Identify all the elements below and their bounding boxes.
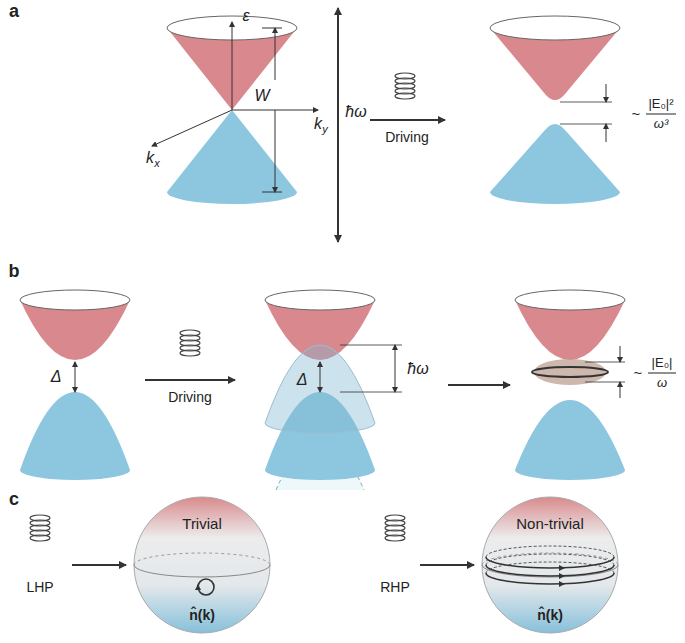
figure-label: |E₀| <box>652 356 673 370</box>
figure-label: RHP <box>380 580 410 595</box>
bloch-sphere: Trivial n̂(k) <box>132 495 272 635</box>
figure-label: ~ <box>634 365 643 382</box>
figure-label: LHP <box>26 580 53 595</box>
vector-label: n̂(k) <box>189 607 215 623</box>
figure-label: Δ <box>297 371 308 389</box>
figure-label: y <box>322 123 328 135</box>
figure-label: k <box>146 149 154 167</box>
bloch-sphere: Non-trivial n̂(k) <box>480 495 620 635</box>
figure-label: Driving <box>168 390 212 405</box>
sphere-title: Non-trivial <box>516 515 584 532</box>
figure-label: Δ <box>51 368 62 386</box>
figure-label: |E₀|² <box>648 97 673 111</box>
figure-label: c <box>9 490 19 510</box>
figure-label: ω³ <box>654 117 668 131</box>
figure-label: ω <box>657 376 667 390</box>
figure-label: k <box>314 115 322 133</box>
figure-label: a <box>9 2 19 22</box>
figure-label: ε <box>242 7 249 25</box>
figure-label: x <box>154 157 160 169</box>
figure-label: ħω <box>345 103 366 121</box>
figure-label: Driving <box>385 130 429 145</box>
sphere-title: Trivial <box>182 515 221 532</box>
figure-label: W <box>254 87 269 105</box>
figure-label: ħω <box>407 360 428 378</box>
vector-label: n̂(k) <box>537 607 563 623</box>
figure-label: b <box>9 262 20 282</box>
figure-label: ~ <box>632 106 641 123</box>
